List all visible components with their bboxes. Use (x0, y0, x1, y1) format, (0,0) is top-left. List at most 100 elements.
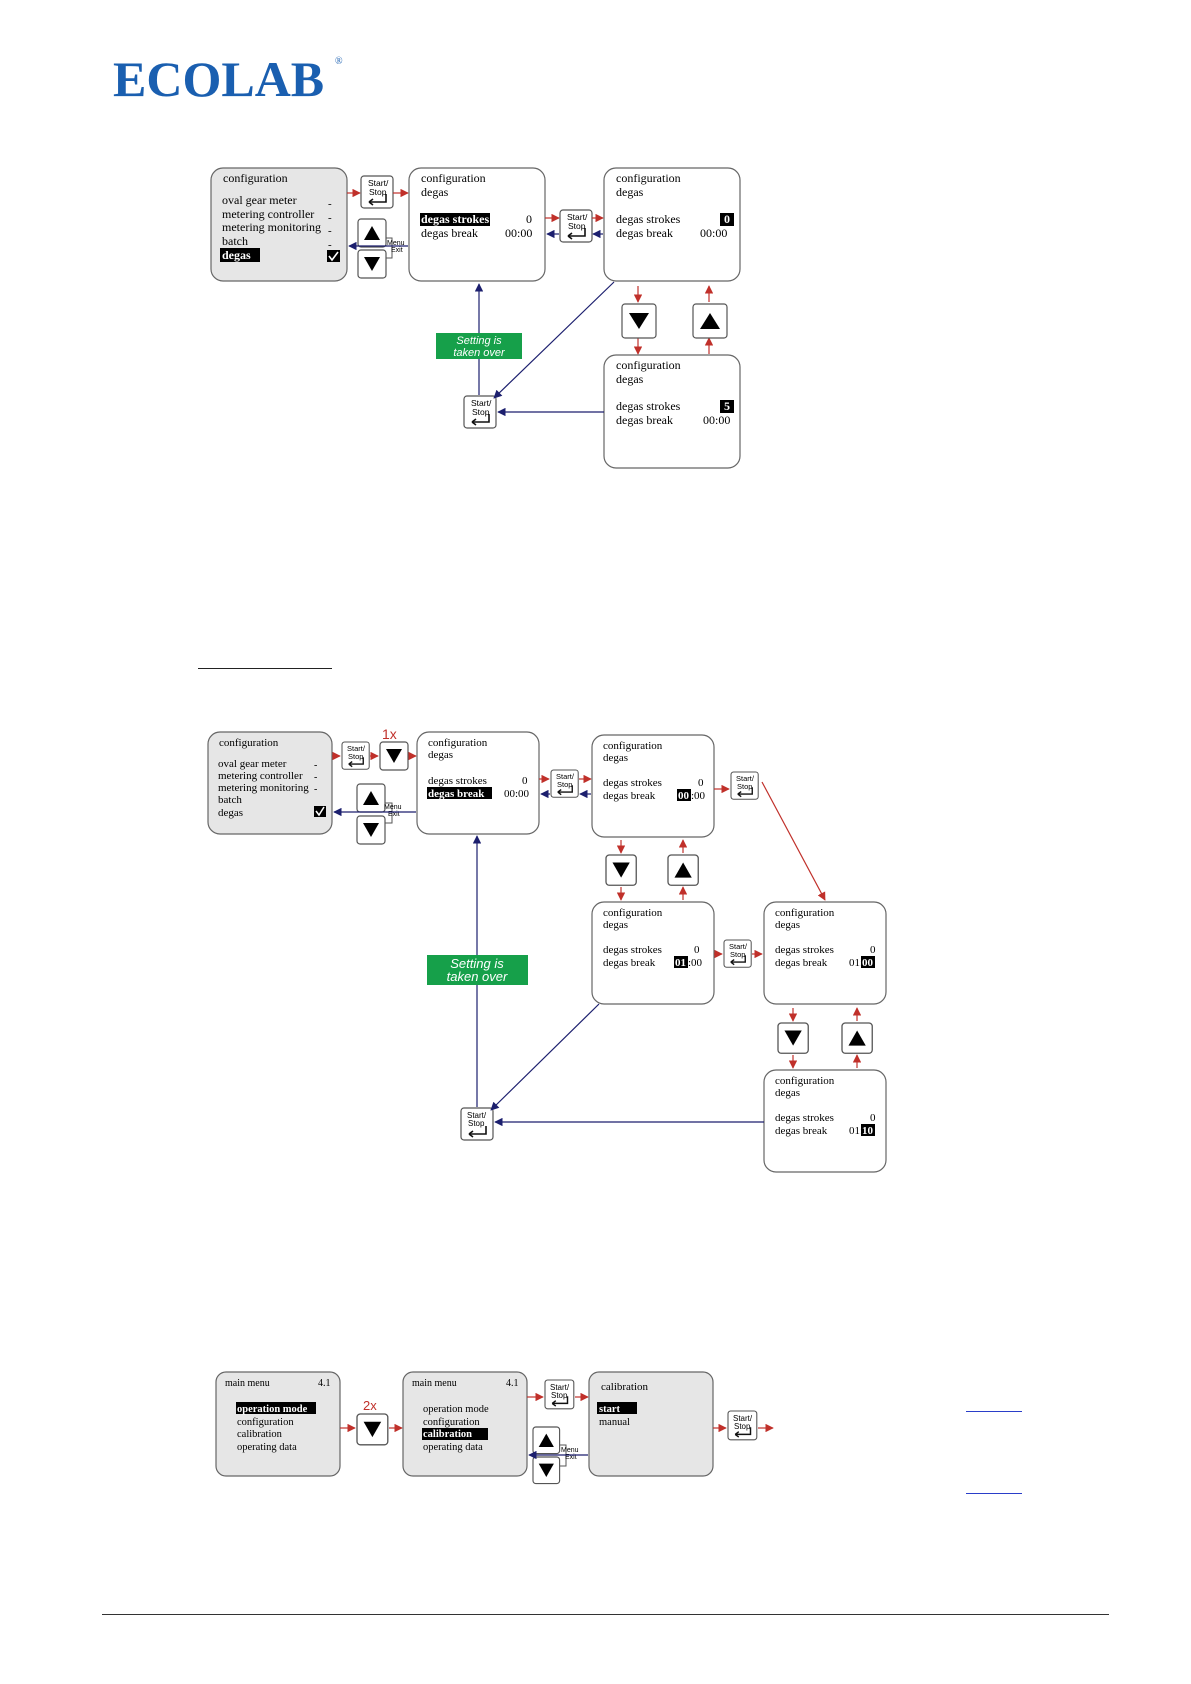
svg-text:degas: degas (775, 1087, 800, 1099)
footer-divider (102, 1614, 1109, 1615)
diagram-2: configuration oval gear meter metering c… (207, 726, 887, 1173)
svg-text:Setting is: Setting is (456, 335, 502, 347)
svg-text:calibration: calibration (237, 1429, 283, 1440)
start-stop-key[interactable]: Start/ Stop (341, 741, 370, 770)
svg-text:Stop: Stop (730, 950, 745, 959)
hyperlink-underline[interactable] (966, 1493, 1022, 1494)
svg-text:metering monitoring: metering monitoring (218, 782, 309, 794)
start-stop-key[interactable]: Start/ Stop (730, 771, 759, 800)
start-stop-key[interactable]: Start/ Stop (559, 209, 593, 243)
svg-text:start: start (599, 1404, 620, 1415)
svg-text:0: 0 (724, 212, 730, 226)
svg-text:Start/: Start/ (368, 178, 389, 188)
degas-screen-b: configuration degas degas strokes 0 dega… (603, 167, 741, 282)
up-key[interactable] (532, 1426, 561, 1455)
svg-text:degas break: degas break (603, 790, 656, 802)
ecolab-logo: ECOLAB ® (113, 52, 343, 102)
degas-screen-d: configuration degas degas strokes 0 dega… (763, 901, 887, 1005)
svg-text:01:: 01: (849, 957, 863, 969)
svg-text:degas: degas (775, 919, 800, 931)
up-key[interactable] (692, 303, 728, 339)
down-key[interactable] (605, 854, 637, 886)
registered-mark: ® (335, 56, 343, 67)
start-stop-key[interactable]: Start/ Stop (460, 1107, 494, 1141)
start-stop-key[interactable]: Start/ Stop (723, 939, 752, 968)
repeat-count-label: 2x (363, 1398, 377, 1413)
down-key[interactable] (777, 1022, 809, 1054)
svg-text:00:00: 00:00 (700, 226, 727, 240)
svg-text:Start/: Start/ (556, 772, 575, 781)
down-key[interactable] (532, 1456, 561, 1485)
start-stop-key[interactable]: Start/ Stop (360, 175, 394, 209)
start-stop-key[interactable]: Start/ Stop (550, 769, 579, 798)
svg-text:degas strokes: degas strokes (428, 775, 487, 787)
svg-text:0: 0 (526, 212, 532, 226)
degas-screen-c: configuration degas degas strokes 0 dega… (591, 901, 715, 1005)
svg-text:degas break: degas break (616, 226, 673, 240)
calibration-screen: calibration start manual (588, 1371, 714, 1477)
diagram-1: configuration oval gear meter metering c… (210, 167, 741, 469)
down-key[interactable] (357, 249, 387, 279)
degas-screen-e: configuration degas degas strokes 0 dega… (763, 1069, 887, 1173)
down-key[interactable] (356, 815, 386, 845)
svg-text:00:00: 00:00 (703, 413, 730, 427)
svg-text:main menu: main menu (412, 1378, 457, 1389)
svg-text:configuration: configuration (219, 737, 279, 749)
degas-screen-a: configuration degas degas strokes 0 dega… (408, 167, 546, 282)
svg-text:operating data: operating data (423, 1442, 483, 1453)
up-key[interactable] (357, 218, 387, 248)
up-key[interactable] (667, 854, 699, 886)
setting-taken-over-label: Setting is taken over (436, 333, 522, 359)
svg-text:degas: degas (421, 185, 449, 199)
svg-text:Start/: Start/ (729, 942, 748, 951)
svg-text:batch: batch (218, 794, 242, 806)
section-heading-underline (198, 668, 332, 669)
svg-text:0: 0 (698, 777, 704, 789)
svg-text::00: :00 (691, 790, 706, 802)
svg-text:00:00: 00:00 (504, 788, 530, 800)
svg-text:degas break: degas break (616, 413, 673, 427)
menu-item: oval gear meter (222, 193, 297, 207)
svg-text:01:: 01: (849, 1125, 863, 1137)
down-key[interactable] (356, 1413, 389, 1446)
svg-text:Stop: Stop (369, 187, 387, 197)
main-menu-screen-2: main menu 4.1 operation mode configurati… (402, 1371, 528, 1477)
main-menu-screen-1: main menu 4.1 operation mode configurati… (215, 1371, 341, 1477)
svg-text:calibration: calibration (601, 1381, 649, 1393)
svg-text:configuration: configuration (237, 1417, 294, 1428)
svg-text:degas break: degas break (421, 226, 478, 240)
svg-text:Start/: Start/ (347, 744, 366, 753)
menu-exit-label: Menu (387, 240, 405, 247)
menu-item: batch (222, 234, 248, 248)
svg-text:Start/: Start/ (471, 398, 492, 408)
start-stop-key[interactable]: Start/ Stop (727, 1410, 758, 1441)
svg-text:configuration: configuration (616, 171, 681, 185)
svg-text:degas: degas (428, 749, 453, 761)
dash: - (328, 198, 332, 210)
svg-text:01: 01 (675, 957, 686, 969)
svg-text:degas strokes: degas strokes (603, 944, 662, 956)
down-key[interactable] (621, 303, 657, 339)
config-menu-screen: configuration oval gear meter metering c… (210, 167, 348, 282)
down-key[interactable] (379, 741, 409, 771)
svg-text:4.1: 4.1 (318, 1378, 331, 1389)
menu-item: metering controller (222, 207, 314, 221)
svg-text:Stop: Stop (468, 1119, 485, 1128)
start-stop-key[interactable]: Start/ Stop (463, 395, 497, 429)
svg-text:manual: manual (599, 1417, 630, 1428)
svg-text:metering controller: metering controller (218, 770, 303, 782)
svg-text:configuration: configuration (775, 907, 835, 919)
menu-item: metering monitoring (222, 220, 321, 234)
svg-text:configuration: configuration (603, 907, 663, 919)
svg-text:-: - (314, 760, 317, 771)
start-stop-key[interactable]: Start/ Stop (544, 1379, 575, 1410)
svg-text:configuration: configuration (423, 1417, 480, 1428)
svg-text:oval gear meter: oval gear meter (218, 758, 287, 770)
svg-text:00: 00 (678, 790, 690, 802)
svg-text:Menu: Menu (561, 1447, 579, 1454)
up-key[interactable] (356, 783, 386, 813)
svg-text:4.1: 4.1 (506, 1378, 519, 1389)
up-key[interactable] (841, 1022, 873, 1054)
hyperlink-underline[interactable] (966, 1411, 1022, 1412)
